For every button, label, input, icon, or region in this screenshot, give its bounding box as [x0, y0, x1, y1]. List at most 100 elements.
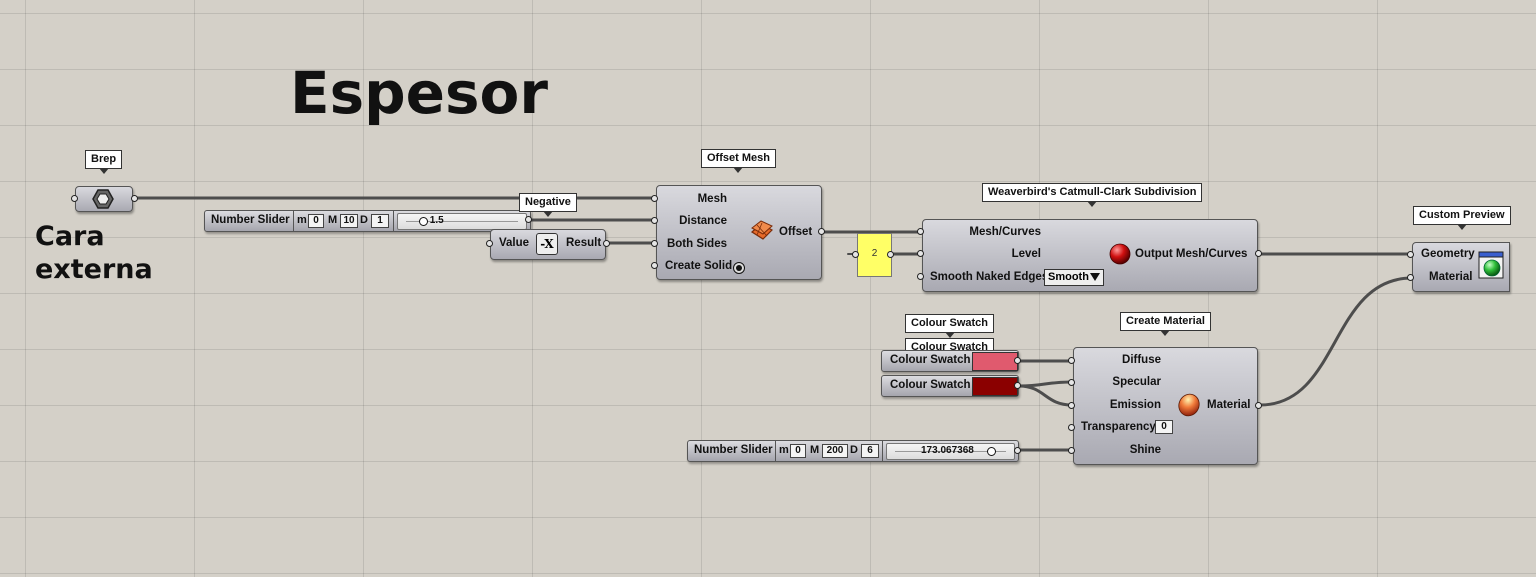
create-solid-toggle-icon[interactable]: [733, 262, 745, 274]
negative-input-port[interactable]: [486, 240, 493, 247]
slider1-output-port[interactable]: [525, 216, 532, 223]
mat-input-shine: Shine: [1129, 444, 1161, 456]
weaverbird-red-ball-icon: [1109, 243, 1131, 265]
wb-output-label: Output Mesh/Curves: [1135, 248, 1248, 260]
wb-input-level: Level: [1011, 248, 1041, 260]
offset-mesh-tag: Offset Mesh: [701, 149, 776, 173]
preview-port-geometry[interactable]: [1407, 251, 1414, 258]
slider1-min[interactable]: 0: [308, 214, 324, 228]
colour-swatch-tag-1: Colour Swatch: [905, 314, 995, 338]
swatch1-label: Colour Swatch: [890, 354, 971, 366]
slider1-max[interactable]: 10: [340, 214, 358, 228]
brep-tag: Brep: [85, 150, 123, 174]
negative-icon: -X: [536, 233, 558, 255]
side-label-line2: externa: [35, 254, 153, 285]
panel-input-port[interactable]: [852, 251, 859, 258]
swatch2-output-port[interactable]: [1014, 382, 1021, 389]
preview-input-material: Material: [1429, 271, 1473, 283]
mat-input-specular: Specular: [1112, 376, 1161, 388]
slider2-m-label: m: [779, 444, 789, 456]
material-ball-icon: [1178, 393, 1200, 417]
slider2-name: Number Slider: [694, 444, 773, 456]
panel-output-port[interactable]: [887, 251, 894, 258]
mat-port-diffuse[interactable]: [1068, 357, 1075, 364]
slider2-M-label: M: [810, 444, 820, 456]
canvas-title: Espesor: [290, 59, 548, 127]
slider2-knob[interactable]: [987, 447, 996, 456]
number-slider-2[interactable]: Number Slider m 0 M 200 D 6 173.067368: [687, 440, 1019, 462]
swatch2-color-chip[interactable]: [972, 377, 1018, 396]
negative-component[interactable]: Value -X Result: [490, 229, 606, 260]
offset-port-both-sides[interactable]: [651, 240, 658, 247]
create-material-component[interactable]: Diffuse Specular Emission Transparency 0…: [1073, 347, 1258, 465]
slider1-value: 1.5: [429, 215, 444, 226]
wb-port-smooth-naked-edges[interactable]: [917, 273, 924, 280]
offset-port-mesh[interactable]: [651, 195, 658, 202]
wb-port-mesh-curves[interactable]: [917, 228, 924, 235]
slider1-knob[interactable]: [418, 217, 428, 226]
weaverbird-component[interactable]: Mesh/Curves Level Smooth Naked Edges Smo…: [922, 219, 1258, 292]
brep-output-port[interactable]: [131, 195, 138, 202]
negative-output-label: Result: [566, 237, 602, 249]
wire-swatch2-to-emission: [1017, 384, 1074, 407]
slider1-decimals[interactable]: 1: [371, 214, 389, 228]
mat-port-output[interactable]: [1255, 402, 1262, 409]
offset-port-output[interactable]: [818, 228, 825, 235]
offset-output-label: Offset: [779, 226, 813, 238]
slider1-name: Number Slider: [211, 214, 290, 226]
offset-port-distance[interactable]: [651, 217, 658, 224]
slider2-output-port[interactable]: [1014, 447, 1021, 454]
colour-swatch-2[interactable]: Colour Swatch: [881, 375, 1019, 397]
mat-output-label: Material: [1207, 399, 1251, 411]
mat-port-emission[interactable]: [1068, 402, 1075, 409]
slider1-divider2: [393, 211, 394, 231]
smooth-dropdown-value: Smooth: [1048, 271, 1089, 283]
offset-mesh-icon: [751, 220, 773, 240]
create-material-tag: Create Material: [1120, 312, 1211, 336]
slider1-divider: [293, 211, 294, 231]
wb-port-output[interactable]: [1255, 250, 1262, 257]
mat-port-transparency[interactable]: [1068, 424, 1075, 431]
slider1-track[interactable]: 1.5: [397, 213, 527, 230]
preview-port-material[interactable]: [1407, 274, 1414, 281]
mat-port-specular[interactable]: [1068, 379, 1075, 386]
colour-swatch-1[interactable]: Colour Swatch: [881, 350, 1019, 372]
slider2-max[interactable]: 200: [822, 444, 848, 458]
brep-component[interactable]: [75, 186, 133, 212]
offset-mesh-component[interactable]: Mesh Distance Both Sides Create Solid Of…: [656, 185, 822, 280]
mat-input-diffuse: Diffuse: [1122, 354, 1161, 366]
wb-input-mesh-curves: Mesh/Curves: [969, 226, 1041, 238]
chevron-down-icon: [1090, 273, 1100, 281]
slider2-min[interactable]: 0: [790, 444, 806, 458]
number-slider-1[interactable]: Number Slider m 0 M 10 D 1 1.5: [204, 210, 531, 232]
swatch1-color-chip[interactable]: [972, 352, 1018, 371]
slider2-track-line: [895, 451, 1006, 452]
offset-input-distance: Distance: [679, 215, 727, 227]
wb-input-smooth-naked-edges: Smooth Naked Edges: [930, 271, 1049, 283]
side-label-line1: Cara: [35, 221, 105, 252]
brep-input-port[interactable]: [71, 195, 78, 202]
custom-preview-icon: [1478, 251, 1504, 279]
slider2-track[interactable]: 173.067368: [886, 443, 1015, 460]
swatch1-output-port[interactable]: [1014, 357, 1021, 364]
negative-input-label: Value: [499, 237, 530, 249]
transparency-value[interactable]: 0: [1155, 420, 1173, 434]
custom-preview-component[interactable]: Geometry Material: [1412, 242, 1510, 292]
smooth-dropdown[interactable]: Smooth: [1044, 269, 1104, 286]
slider1-track-line: [406, 221, 518, 222]
mat-input-transparency: Transparency: [1081, 421, 1156, 433]
negative-output-port[interactable]: [603, 240, 610, 247]
mat-port-shine[interactable]: [1068, 447, 1075, 454]
weaverbird-tag: Weaverbird's Catmull-Clark Subdivision: [982, 183, 1203, 207]
slider2-divider: [775, 441, 776, 461]
side-label: Cara externa: [35, 220, 153, 286]
negative-tag: Negative: [519, 193, 577, 217]
wire-material-to-preview: [1258, 276, 1414, 407]
offset-input-both-sides: Both Sides: [666, 238, 727, 250]
slider1-M-label: M: [328, 214, 338, 226]
slider2-D-label: D: [850, 444, 858, 456]
wb-port-level[interactable]: [917, 250, 924, 257]
offset-port-create-solid[interactable]: [651, 262, 658, 269]
slider2-decimals[interactable]: 6: [861, 444, 879, 458]
